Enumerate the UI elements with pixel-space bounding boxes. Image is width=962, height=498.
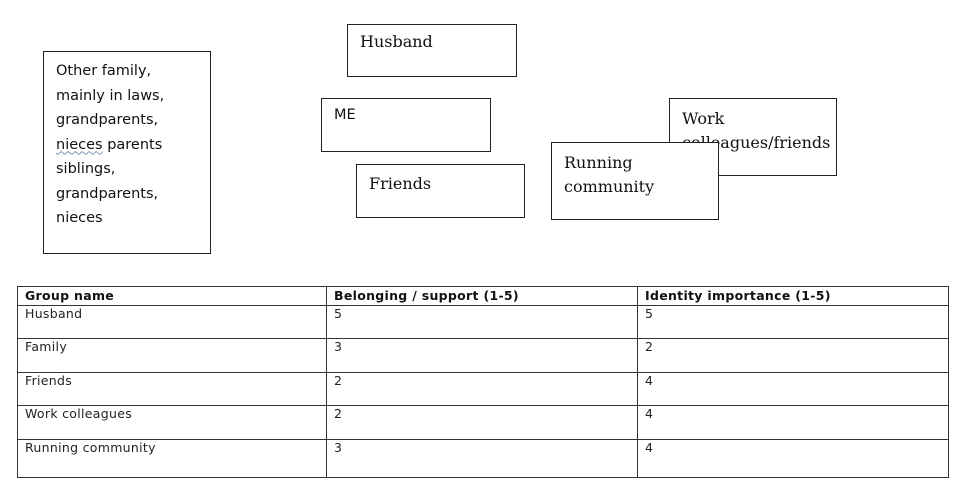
cell-belonging: 3 — [326, 439, 638, 478]
cell-belonging: 2 — [326, 405, 638, 440]
friends-box: Friends — [356, 164, 525, 218]
cell-group-name: Running community — [17, 439, 327, 478]
cell-identity: 2 — [637, 338, 949, 373]
running-line-1: Running — [564, 153, 633, 172]
cell-identity: 5 — [637, 305, 949, 339]
family-line-7: nieces — [56, 210, 103, 226]
cell-group-name: Friends — [17, 372, 327, 406]
cell-belonging: 3 — [326, 338, 638, 373]
spellcheck-underlined-word: nieces — [56, 136, 103, 153]
family-line-6: grandparents, — [56, 185, 159, 202]
table-header-row: Group name Belonging / support (1-5) Ide… — [17, 286, 949, 306]
family-line-5: siblings, — [56, 161, 116, 177]
table-row: Family 3 2 — [17, 338, 949, 373]
cell-group-name: Husband — [17, 305, 327, 339]
cell-identity: 4 — [637, 405, 949, 440]
table-row: Husband 5 5 — [17, 305, 949, 339]
work-line-1: Work — [682, 109, 725, 128]
family-line-1: Other family, — [56, 63, 152, 79]
me-box: ME — [321, 98, 491, 152]
cell-belonging: 2 — [326, 372, 638, 406]
table-row: Friends 2 4 — [17, 372, 949, 406]
friends-label: Friends — [369, 174, 432, 193]
work-line-2: colleagues/friends — [682, 132, 831, 152]
cell-belonging: 5 — [326, 305, 638, 339]
header-group-name: Group name — [17, 286, 327, 306]
cell-identity: 4 — [637, 372, 949, 406]
cell-group-name: Family — [17, 338, 327, 373]
family-box: Other family, mainly in laws, grandparen… — [43, 51, 211, 254]
cell-group-name: Work colleagues — [17, 405, 327, 440]
family-line-3: grandparents, — [56, 112, 159, 128]
header-identity: Identity importance (1-5) — [637, 286, 949, 306]
family-line-4-rest: parents — [102, 136, 163, 153]
table-row: Work colleagues 2 4 — [17, 405, 949, 440]
table-row: Running community 3 4 — [17, 439, 949, 478]
group-ratings-table: Group name Belonging / support (1-5) Ide… — [17, 286, 949, 478]
husband-box: Husband — [347, 24, 517, 77]
cell-identity: 4 — [637, 439, 949, 478]
family-line-4: nieces parents — [56, 133, 210, 158]
me-label: ME — [334, 107, 356, 123]
family-line-2: mainly in laws, — [56, 87, 165, 104]
running-line-2: community — [564, 177, 655, 196]
husband-label: Husband — [360, 32, 433, 51]
header-belonging: Belonging / support (1-5) — [326, 286, 638, 306]
running-community-box: Running community — [551, 142, 719, 220]
